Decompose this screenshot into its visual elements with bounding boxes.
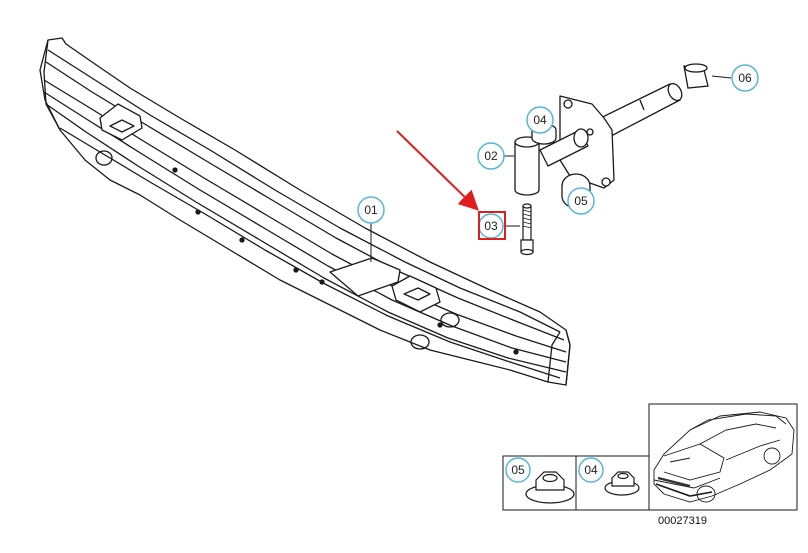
callout-ring [526,106,554,134]
inset-nut-05 [525,471,575,504]
callout-05: 05 [567,187,595,215]
inset-nut-04 [604,471,640,496]
callout-ring [567,187,595,215]
callout-label: 04 [533,113,547,127]
callout-label: 02 [484,149,498,163]
towing-eye-assembly [539,82,683,189]
callout-label: 05 [511,463,525,477]
callout-label: 03 [484,219,498,233]
hardware-inset: 05 04 [502,455,650,511]
callout-04: 04 [526,106,554,134]
car-icon [653,411,795,503]
callout-ring [505,457,531,483]
vehicle-locator-inset: 00027319 [648,403,798,527]
inset-callout-04: 04 [578,457,604,483]
highlight-box [478,211,506,240]
callout-02: 02 [477,142,505,170]
bumper-carrier [39,37,571,386]
callout-label: 05 [574,194,588,208]
callout-label: 01 [364,203,378,217]
callout-03: 03 [478,211,506,240]
inset-callout-05: 05 [505,457,531,483]
callout-01: 01 [357,196,385,224]
reference-number: 00027319 [658,515,707,527]
callout-ring [731,64,759,92]
leader-lines [370,75,732,262]
callout-label: 04 [584,463,598,477]
part-02-sleeve [514,136,540,196]
callout-06: 06 [731,64,759,92]
part-03-bolt [520,203,534,256]
callout-ring [357,196,385,224]
callout-ring [578,457,604,483]
callout-label: 06 [738,71,752,85]
callout-ring [477,142,505,170]
part-06-bushing [683,63,709,89]
pointer-arrow [396,130,479,211]
